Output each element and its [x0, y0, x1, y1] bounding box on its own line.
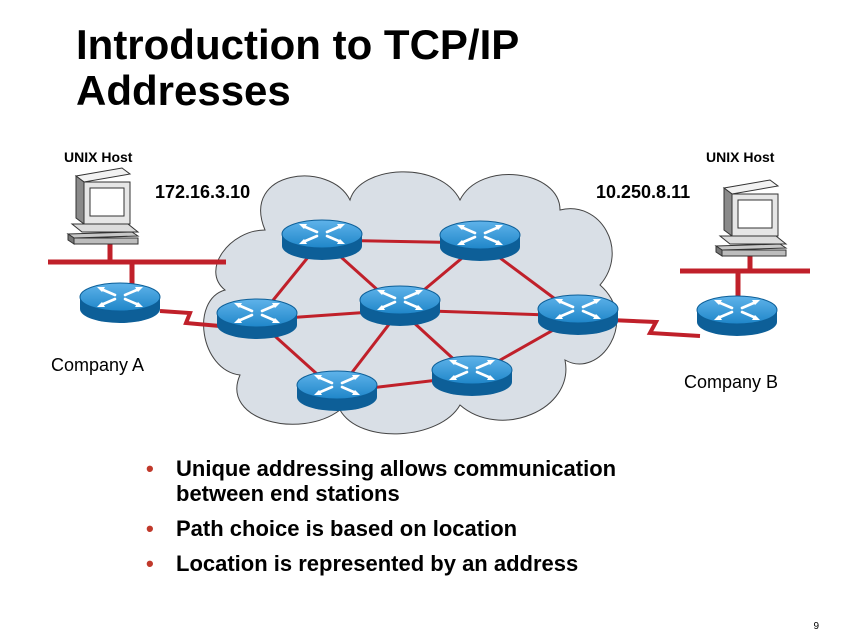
slide-title: Introduction to TCP/IP Addresses	[76, 22, 519, 114]
host-a-label: UNIX Host	[64, 149, 133, 165]
title-line-1: Introduction to TCP/IP	[76, 21, 520, 68]
bullet-list: • Unique addressing allows communication…	[146, 456, 616, 586]
router-icon	[215, 297, 299, 341]
company-b-label: Company B	[684, 372, 779, 392]
bullet-dot-icon: •	[146, 456, 154, 481]
unix-host-a-icon	[67, 167, 139, 245]
bullet-item: • Location is represented by an address	[146, 551, 616, 576]
host-b-ip: 10.250.8.11	[596, 182, 691, 202]
bullet-item: • Unique addressing allows communication…	[146, 456, 616, 506]
host-b-label: UNIX Host	[706, 149, 775, 165]
bullet-text: Path choice is based on location	[176, 516, 518, 541]
page-number: 9	[813, 621, 819, 632]
router-company-a-icon	[78, 281, 162, 325]
router-icon	[536, 293, 620, 337]
title-line-2: Addresses	[76, 67, 291, 114]
serial-link-a	[159, 309, 221, 328]
host-a-ip: 172.16.3.10	[155, 182, 251, 202]
bullet-text: between end stations	[176, 481, 400, 506]
bullet-dot-icon: •	[146, 551, 154, 576]
bullet-item: • Path choice is based on location	[146, 516, 616, 541]
router-icon	[280, 218, 364, 262]
company-a-label: Company A	[51, 355, 145, 375]
bullet-text: Unique addressing allows communication	[176, 456, 617, 481]
bullet-text: Location is represented by an address	[176, 551, 579, 576]
router-icon	[295, 369, 379, 413]
router-company-b-icon	[695, 294, 779, 338]
router-icon	[438, 219, 522, 263]
serial-link-b	[609, 318, 701, 338]
router-icon	[430, 354, 514, 398]
router-icon	[358, 284, 442, 328]
unix-host-b-icon	[715, 179, 787, 257]
bullet-dot-icon: •	[146, 516, 154, 541]
